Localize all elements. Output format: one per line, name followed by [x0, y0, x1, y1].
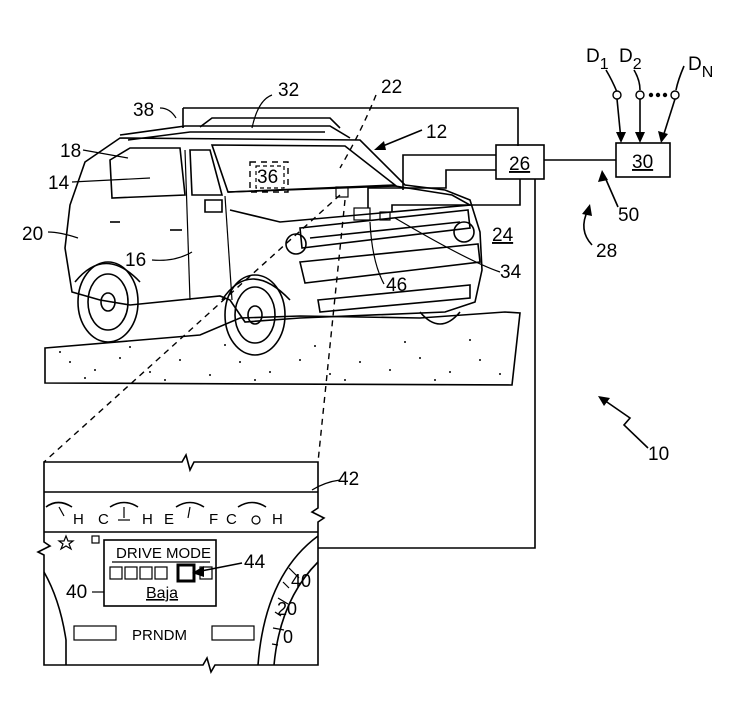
ground-terrain: [44, 311, 521, 386]
label-24: 24: [492, 225, 514, 246]
label-16: 16: [125, 250, 146, 271]
component-36: 36: [249, 161, 289, 193]
dashed-zoom-lines: [43, 194, 346, 463]
gauge-label: H: [142, 511, 153, 528]
label-38: 38: [133, 100, 154, 121]
gear-bar-left: [73, 625, 117, 641]
drive-mode-display-40: [103, 539, 217, 607]
data-sources: D1 D2 DN: [586, 46, 713, 143]
indicator-square: [91, 535, 100, 544]
label-34: 34: [500, 262, 522, 283]
label-50: 50: [618, 205, 639, 226]
label-26: 26: [509, 154, 530, 175]
label-20: 20: [22, 224, 43, 245]
label-12: 12: [426, 122, 447, 143]
label-22: 22: [381, 77, 402, 98]
reference-numerals: 38 32 22 12 18 14 20 16 24 34 46 50 28 1…: [22, 77, 669, 603]
gauge-label: H: [73, 511, 84, 528]
label-44: 44: [244, 552, 266, 573]
vehicle-body: [64, 117, 483, 323]
dashboard-inset-42: H C H E F C H DRIVE MODE Baja PRNDM: [36, 452, 326, 675]
label-36: 36: [257, 167, 278, 188]
label-28: 28: [596, 241, 617, 262]
label-10: 10: [648, 444, 669, 465]
gauge-label: E: [164, 511, 174, 528]
gauge-label: C: [98, 511, 109, 528]
selected-mode-value: Baja: [146, 585, 178, 602]
vehicle-wheels: [77, 261, 461, 356]
label-30: 30: [632, 152, 653, 173]
label-42: 42: [338, 469, 359, 490]
speed-tick-label: 0: [283, 627, 293, 647]
gauge-label: H: [272, 511, 283, 528]
label-32: 32: [278, 80, 299, 101]
gauge-label: F: [209, 511, 218, 528]
speed-tick-label: 20: [277, 599, 297, 619]
label-18: 18: [60, 141, 81, 162]
drive-mode-title: DRIVE MODE: [116, 545, 211, 562]
gear-bar-right: [211, 625, 255, 641]
antenna-38: [182, 107, 519, 146]
gear-selector-label: PRNDM: [132, 627, 187, 644]
wiring: [318, 154, 616, 549]
leader-lines: [47, 94, 649, 593]
label-d2: D2: [619, 46, 642, 73]
gauge-label: C: [226, 511, 237, 528]
controller-26: 26: [495, 144, 545, 180]
label-40: 40: [66, 582, 87, 603]
label-dn: DN: [688, 54, 713, 81]
remote-server-30: 30: [615, 142, 671, 178]
label-d1: D1: [586, 46, 609, 73]
label-46: 46: [386, 275, 407, 296]
label-14: 14: [48, 173, 70, 194]
hood-sensors: [335, 186, 391, 221]
speed-tick-label: 40: [291, 571, 311, 591]
star-icon: [57, 534, 75, 551]
